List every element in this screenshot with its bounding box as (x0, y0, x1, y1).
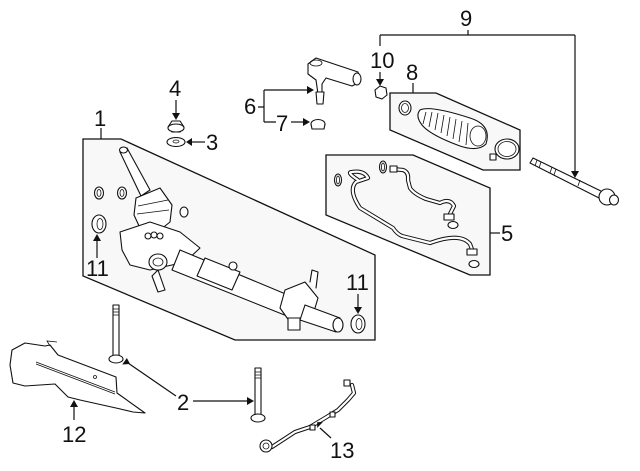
callout-11-right: 11 (346, 270, 369, 314)
steering-gear-assembly[interactable] (118, 146, 344, 333)
callout-label: 7 (276, 111, 288, 136)
callout-label: 11 (86, 256, 109, 281)
seal-left[interactable] (91, 214, 107, 234)
mounting-bolt-left[interactable] (108, 304, 124, 364)
callout-4: 4 (169, 76, 181, 120)
callout-9: 9 (379, 6, 579, 178)
wire-harness[interactable] (259, 379, 357, 453)
callout-label: 2 (177, 390, 189, 415)
washer[interactable] (166, 136, 186, 148)
boot-kit[interactable] (398, 100, 520, 161)
seal-right[interactable] (350, 314, 366, 334)
tie-rod-nut[interactable] (310, 118, 326, 130)
callout-label: 9 (460, 6, 472, 31)
callout-11-left: 11 (86, 234, 109, 281)
callout-label: 4 (169, 76, 181, 101)
pressure-line-kit[interactable] (333, 160, 480, 269)
callout-6-7: 6 7 (244, 86, 314, 136)
callout-1: 1 (94, 106, 106, 131)
callout-8: 8 (406, 60, 418, 85)
callout-label: 6 (244, 94, 256, 119)
pressure-line-panel: 5 (325, 154, 513, 276)
callout-13: 13 (317, 422, 354, 463)
o-rings (93, 186, 128, 200)
callout-3: 3 (186, 130, 218, 155)
heat-shield[interactable] (9, 340, 146, 414)
outer-tie-rod-end[interactable] (307, 57, 362, 105)
callout-label: 10 (370, 48, 394, 73)
callout-2: 2 (122, 358, 254, 415)
inner-tie-rod[interactable] (529, 157, 620, 206)
mounting-bolt-right[interactable] (250, 367, 266, 423)
callout-10: 10 (370, 48, 394, 86)
callout-label: 12 (62, 422, 86, 447)
jam-nut[interactable] (374, 85, 388, 100)
nut[interactable] (167, 120, 185, 133)
callout-label: 11 (346, 270, 369, 295)
callout-5: 5 (501, 221, 513, 246)
callout-12: 12 (62, 400, 86, 447)
callout-label: 3 (206, 130, 218, 155)
callout-label: 13 (330, 438, 354, 463)
